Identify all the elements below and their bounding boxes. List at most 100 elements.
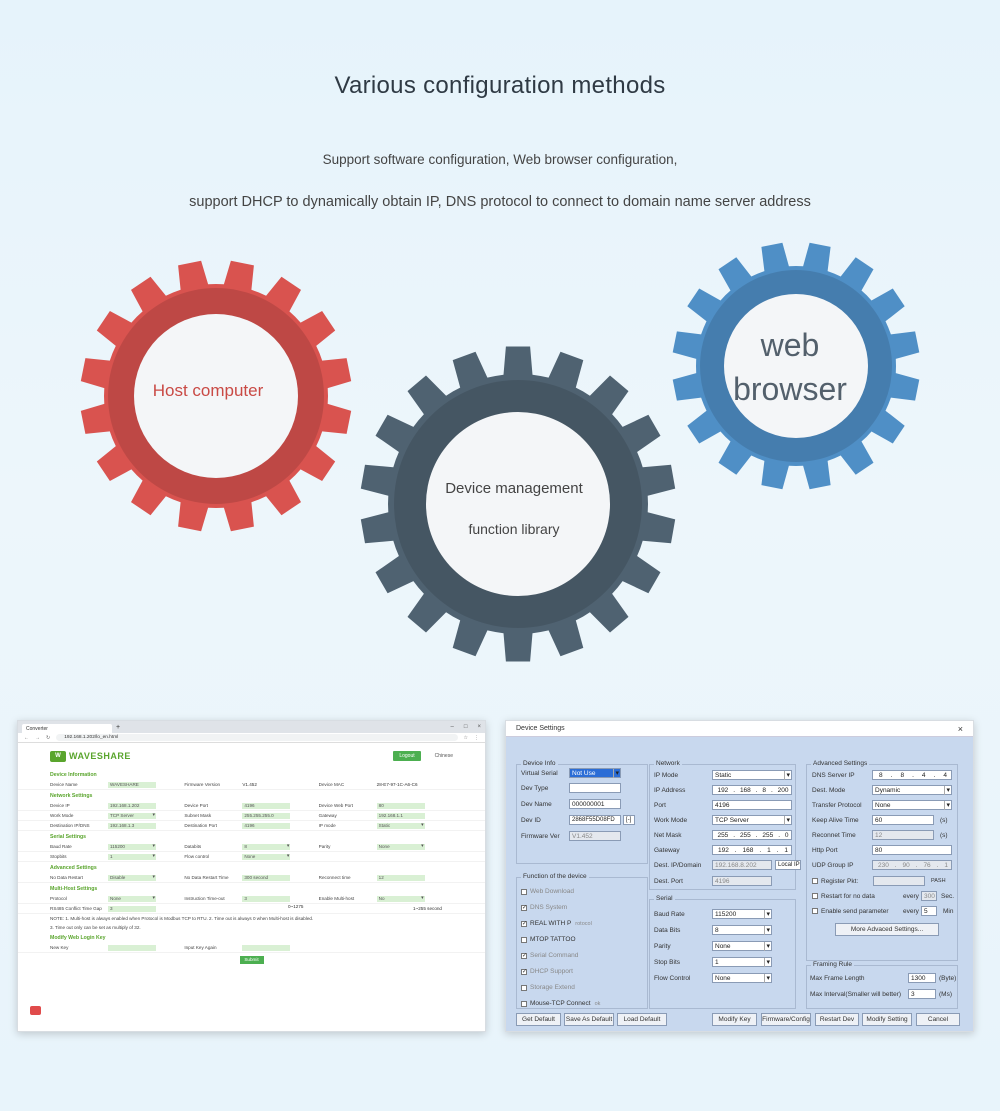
dev-type-field[interactable] xyxy=(569,783,621,793)
dest-mode-select[interactable]: Dynamic xyxy=(872,785,952,795)
send-param-checkbox[interactable] xyxy=(812,908,818,914)
field-select[interactable]: Disable xyxy=(108,874,156,881)
firmware-button[interactable]: Firmware/Config xyxy=(761,1013,811,1026)
dev-id-field[interactable]: 2868F55D08FD xyxy=(569,815,621,825)
http-port-field[interactable]: 80 xyxy=(872,845,952,855)
field-input[interactable]: 3 xyxy=(242,895,291,902)
load-default-button[interactable]: Load Default xyxy=(617,1013,667,1026)
field-input[interactable]: 3 xyxy=(108,905,156,912)
field-input[interactable]: 300 second xyxy=(242,874,291,881)
field-value: 28-E7-97-1C-A6-C6 xyxy=(376,782,418,787)
field-input[interactable]: 192.168.1.202 xyxy=(108,802,156,809)
dest-port-field[interactable]: 4196 xyxy=(712,876,772,886)
minimize-icon[interactable]: – xyxy=(450,724,454,730)
restart-field[interactable]: 300 xyxy=(921,891,937,901)
reconnect-field[interactable]: 12 xyxy=(872,830,934,840)
data-bits-select[interactable]: 8 xyxy=(712,925,772,935)
function-checkbox[interactable]: ✓ xyxy=(521,952,528,959)
dns-label: DNS Server IP xyxy=(812,771,855,779)
local-ip-button[interactable]: Local IP xyxy=(775,860,801,870)
ip-mode-select[interactable]: Static xyxy=(712,770,792,780)
register-pkt-field[interactable] xyxy=(873,876,925,886)
gateway-field[interactable]: 192.168.1.1 xyxy=(712,845,792,855)
udp-group-field[interactable]: 230.90.76.1 xyxy=(872,860,952,870)
restart-dev-button[interactable]: Restart Dev xyxy=(815,1013,859,1026)
field-select[interactable]: None xyxy=(242,853,291,860)
port-field[interactable]: 4196 xyxy=(712,800,792,810)
field-input[interactable]: 4196 xyxy=(242,802,291,809)
field-input[interactable]: 80 xyxy=(376,802,425,809)
virtual-serial-select[interactable]: Not Use xyxy=(569,768,621,778)
send-param-field[interactable]: 5 xyxy=(921,906,937,916)
field-select[interactable]: 1 xyxy=(108,853,156,860)
function-checkbox[interactable] xyxy=(521,888,527,895)
back-icon[interactable]: ← xyxy=(24,734,29,741)
register-pkt-checkbox[interactable] xyxy=(812,878,818,884)
submit-button[interactable]: Submit xyxy=(239,956,264,964)
parity-select[interactable]: None xyxy=(712,941,772,951)
field-input[interactable]: WAVESHARE xyxy=(108,781,156,788)
maximize-icon[interactable]: □ xyxy=(463,724,468,730)
transfer-protocol-select[interactable]: None xyxy=(872,800,952,810)
dialog-close-icon[interactable]: × xyxy=(957,723,963,734)
forward-icon[interactable]: → xyxy=(35,734,40,741)
function-checkbox[interactable] xyxy=(521,936,527,943)
language-link[interactable]: Chinese xyxy=(434,753,453,759)
menu-icon[interactable]: ⋮ xyxy=(474,734,479,741)
keep-alive-field[interactable]: 60 xyxy=(872,815,934,825)
dns-octet-1: 8 xyxy=(879,772,883,779)
udp-octet-1: 230 xyxy=(877,862,889,869)
save-default-button[interactable]: Save As Default xyxy=(564,1013,614,1026)
field-input[interactable]: 192.168.1.1 xyxy=(376,812,425,819)
new-key-input[interactable] xyxy=(108,944,156,951)
function-checkbox[interactable]: ✓ xyxy=(521,904,528,911)
field-select[interactable]: 115200 xyxy=(108,843,156,850)
net-mask-field[interactable]: 255.255.255.0 xyxy=(712,830,792,840)
baud-rate-select[interactable]: 115200 xyxy=(712,909,772,919)
stop-bits-select[interactable]: 1 xyxy=(712,957,772,967)
max-interval-field[interactable]: 3 xyxy=(908,989,936,999)
web-config-screenshot: Converter + – □ × ← → ↻ 192.168.1.202/lo_en.… xyxy=(17,720,486,1032)
function-checkbox[interactable] xyxy=(521,1000,527,1007)
dev-id-button[interactable]: [-] xyxy=(623,815,635,825)
get-default-button[interactable]: Get Default xyxy=(516,1013,561,1026)
field-input[interactable]: 255.255.255.0 xyxy=(242,812,291,819)
cancel-button[interactable]: Cancel xyxy=(916,1013,960,1026)
url-input[interactable]: 192.168.1.202/lo_en.html xyxy=(56,734,458,741)
field-input[interactable]: 192.168.1.3 xyxy=(108,822,156,829)
field-select[interactable]: No xyxy=(376,895,425,902)
field-select[interactable]: 8 xyxy=(242,843,291,850)
browser-tab[interactable]: Converter xyxy=(22,724,112,733)
ip-address-field[interactable]: 192.168.8.200 xyxy=(712,785,792,795)
field-select[interactable]: None xyxy=(108,895,156,902)
function-checkbox[interactable]: ✓ xyxy=(521,920,528,927)
more-settings-button[interactable]: More Advaced Settings... xyxy=(835,923,939,936)
field-select[interactable]: Static xyxy=(376,822,425,829)
field-input[interactable]: 12 xyxy=(376,874,425,881)
field-select[interactable]: None xyxy=(376,843,425,850)
dev-name-field[interactable]: 000000001 xyxy=(569,799,621,809)
close-icon[interactable]: × xyxy=(477,724,481,730)
field-select[interactable]: TCP Server xyxy=(108,812,156,819)
modify-setting-button[interactable]: Modify Setting xyxy=(862,1013,912,1026)
function-checkbox[interactable] xyxy=(521,984,527,991)
dns-field[interactable]: 8.8.4.4 xyxy=(872,770,952,780)
work-mode-select[interactable]: TCP Server xyxy=(712,815,792,825)
reload-icon[interactable]: ↻ xyxy=(46,734,51,741)
mask-octet-1: 255 xyxy=(717,832,729,839)
flow-control-select[interactable]: None xyxy=(712,973,772,983)
host-computer-label: Host computer xyxy=(152,381,264,400)
function-checkbox[interactable]: ✓ xyxy=(521,968,528,975)
field-input[interactable]: 4196 xyxy=(242,822,291,829)
star-icon[interactable]: ☆ xyxy=(463,734,468,741)
restart-checkbox[interactable] xyxy=(812,893,818,899)
modify-key-button[interactable]: Modify Key xyxy=(712,1013,757,1026)
logout-button[interactable]: Logout xyxy=(393,751,421,761)
new-tab-icon[interactable]: + xyxy=(116,723,121,731)
max-frame-field[interactable]: 1300 xyxy=(908,973,936,983)
dest-ip-field[interactable]: 192.168.8.202 xyxy=(712,860,772,870)
key-again-input[interactable] xyxy=(242,944,291,951)
